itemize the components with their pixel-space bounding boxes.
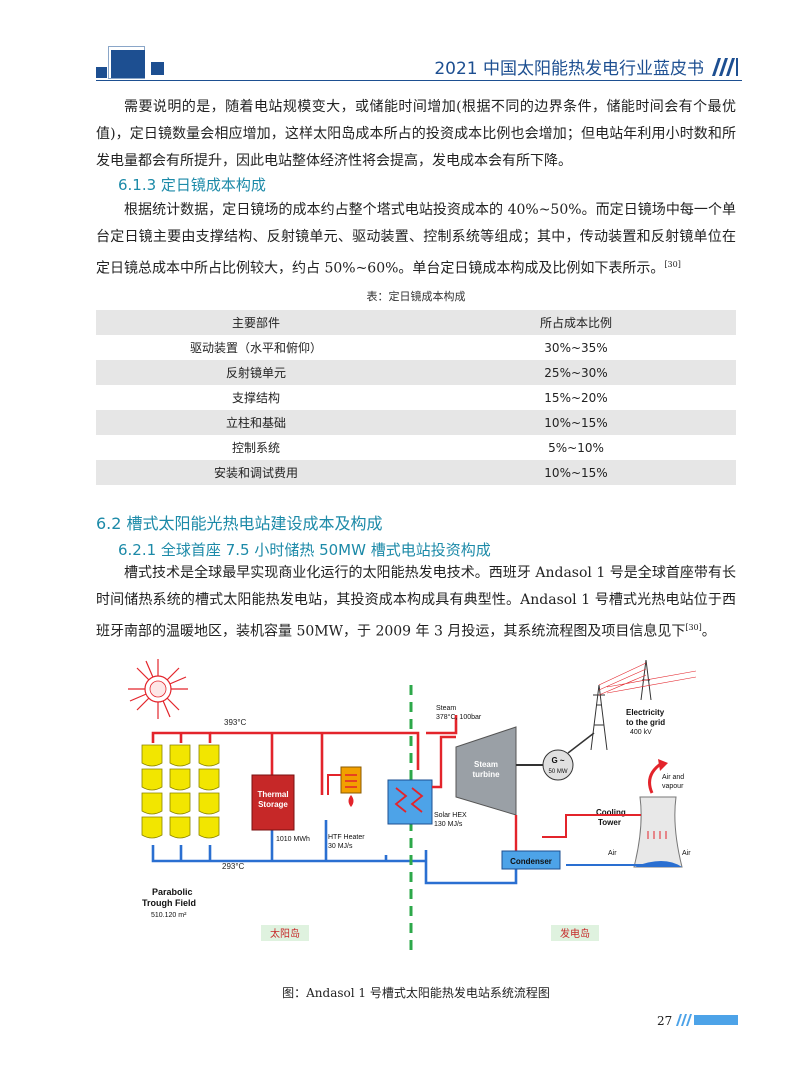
- cost-table: 主要部件 所占成本比例 驱动装置（水平和俯仰） 30%~35% 反射镜单元 25%~…: [96, 310, 736, 485]
- temp-cold-label: 293°C: [222, 862, 245, 871]
- table-cell: 25%~30%: [544, 365, 608, 380]
- condenser-box: [501, 850, 561, 870]
- trough-collectors-icon: [141, 744, 220, 839]
- header-rule: [96, 80, 742, 81]
- section-621-citation: [30]: [685, 623, 702, 632]
- storage-capacity-label: 1010 MWh: [276, 836, 310, 843]
- table-header-ratio: 所占成本比例: [539, 316, 612, 330]
- header-logo-square-right: [151, 62, 164, 75]
- generator-icon: [542, 749, 574, 781]
- table-cell: 10%~15%: [544, 465, 608, 480]
- section-613-paragraph: 根据统计数据，定日镜场的成本约占整个塔式电站投资成本的 40%~50%。而定日镜…: [96, 197, 736, 283]
- tower-label-2: Tower: [598, 818, 621, 827]
- table-cell: 30%~35%: [544, 340, 608, 355]
- section-613-citation: [30]: [664, 260, 681, 269]
- field-area-label: 510.120 m²: [151, 912, 187, 919]
- table-cell: 5%~10%: [548, 440, 604, 455]
- table-cell: 安装和调试费用: [213, 466, 298, 480]
- header-logo-square-large: [111, 50, 145, 78]
- section-621-text: 槽式技术是全球最早实现商业化运行的太阳能热发电技术。西班牙 Andasol 1 …: [96, 565, 736, 640]
- table-row: 反射镜单元 25%~30%: [96, 360, 736, 385]
- storage-label-1: Thermal: [257, 790, 288, 799]
- table-caption: 表：定日镜成本构成: [366, 290, 466, 303]
- section-621-heading: 6.2.1 全球首座 7.5 小时储热 50MW 槽式电站投资构成: [118, 541, 491, 559]
- header-stripes-icon: [712, 58, 738, 76]
- table-cell: 10%~15%: [544, 415, 608, 430]
- intro-paragraph: 需要说明的是，随着电站规模变大，或储能时间增加(根据不同的边界条件，储能时间会有…: [96, 99, 736, 169]
- temp-hot-label: 393°C: [224, 718, 247, 727]
- hex-label-2: 130 MJ/s: [434, 821, 463, 828]
- page-number: 27: [657, 1014, 673, 1028]
- htf-heater-icon: [340, 766, 362, 807]
- footer-stripes-icon: [676, 1014, 738, 1026]
- power-island-label: 发电岛: [560, 927, 590, 940]
- table-cell: 15%~20%: [544, 390, 608, 405]
- table-cell: 反射镜单元: [225, 366, 286, 380]
- header-logo-square-small: [96, 67, 107, 78]
- generator-label-2: 50 MW: [548, 769, 567, 775]
- table-header-component: 主要部件: [231, 316, 280, 330]
- table-cell: 立柱和基础: [225, 416, 286, 430]
- grid-label-3: 400 kV: [630, 729, 652, 736]
- condenser-label: Condenser: [510, 857, 552, 866]
- solar-island-label: 太阳岛: [270, 927, 300, 940]
- sun-icon: [128, 659, 188, 719]
- grid-label-2: to the grid: [626, 718, 665, 727]
- section-613-text: 根据统计数据，定日镜场的成本约占整个塔式电站投资成本的 40%~50%。而定日镜…: [96, 202, 736, 277]
- section-62-heading: 6.2 槽式太阳能光热电站建设成本及构成: [96, 514, 383, 533]
- power-island-badge: [551, 925, 599, 941]
- vapour-label-2: vapour: [662, 783, 684, 790]
- tower-label-1: Cooling: [596, 808, 626, 817]
- grid-label-1: Electricity: [626, 708, 665, 717]
- solar-island-badge: [261, 925, 309, 941]
- air-left-label: Air: [608, 850, 617, 857]
- heater-label-1: HTF Heater: [328, 834, 365, 841]
- generator-label-1: G ~: [551, 756, 564, 765]
- table-row: 支撑结构 15%~20%: [96, 385, 736, 410]
- section-621-paragraph: 槽式技术是全球最早实现商业化运行的太阳能热发电技术。西班牙 Andasol 1 …: [96, 560, 736, 646]
- turbine-label-2: turbine: [472, 770, 500, 779]
- vapour-label-1: Air and: [662, 774, 684, 781]
- table-header-row: 主要部件 所占成本比例: [96, 310, 736, 335]
- table-cell: 驱动装置（水平和俯仰）: [189, 341, 322, 355]
- air-right-label: Air: [682, 850, 691, 857]
- solar-hex-box: [387, 779, 433, 825]
- cooling-tower-icon: [633, 759, 683, 868]
- table-row: 安装和调试费用 10%~15%: [96, 460, 736, 485]
- steam-label-1: Steam: [436, 705, 456, 712]
- table-row: 立柱和基础 10%~15%: [96, 410, 736, 435]
- hex-label-1: Solar HEX: [434, 812, 467, 819]
- field-label-2: Trough Field: [142, 898, 196, 908]
- table-cell: 支撑结构: [231, 391, 280, 405]
- steam-label-2: 378°C, 100bar: [436, 713, 482, 721]
- section-621-tail: 。: [701, 623, 716, 640]
- turbine-label-1: Steam: [474, 760, 498, 769]
- andasol-flow-diagram: 393°C 293°C Parabolic Trough Field 510.1…: [128, 659, 697, 953]
- table-row: 控制系统 5%~10%: [96, 435, 736, 460]
- field-label-1: Parabolic: [152, 887, 193, 897]
- thermal-storage-tank: [251, 774, 295, 831]
- table-cell: 控制系统: [231, 441, 280, 455]
- section-613-heading: 6.1.3 定日镜成本构成: [118, 176, 266, 194]
- storage-label-2: Storage: [258, 800, 288, 809]
- header-title: 2021 中国太阳能热发电行业蓝皮书: [434, 59, 704, 79]
- table-row: 驱动装置（水平和俯仰） 30%~35%: [96, 335, 736, 360]
- power-pylon-icon: [590, 659, 697, 751]
- heater-label-2: 30 MJ/s: [328, 843, 353, 850]
- figure-caption: 图：Andasol 1 号槽式太阳能热发电站系统流程图: [282, 986, 550, 1000]
